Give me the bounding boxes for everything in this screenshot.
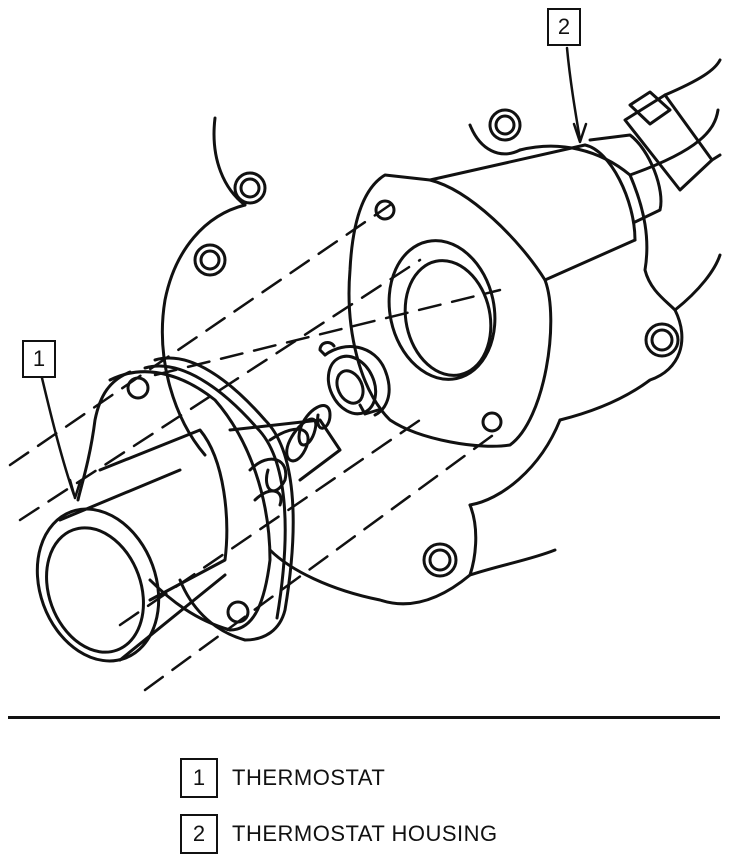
legend-label: THERMOSTAT	[232, 765, 386, 790]
alignment-lines	[8, 203, 502, 692]
legend-item-thermostat-housing: 2 THERMOSTAT HOUSING	[180, 814, 498, 854]
thermostat	[35, 341, 391, 663]
legend-divider	[8, 716, 720, 719]
leader-lines	[40, 46, 588, 500]
callout-1-number: 1	[32, 346, 46, 371]
bolt-bosses	[193, 108, 680, 578]
legend-number: 1	[180, 758, 218, 798]
legend-number: 2	[180, 814, 218, 854]
thermostat-housing	[347, 58, 722, 448]
callout-1: 1	[22, 340, 56, 378]
callout-2-number: 2	[557, 14, 571, 39]
callout-2: 2	[547, 8, 581, 46]
legend-label: THERMOSTAT HOUSING	[232, 821, 498, 846]
legend-item-thermostat: 1 THERMOSTAT	[180, 758, 385, 798]
engine-casting	[160, 108, 722, 606]
gasket	[76, 356, 342, 642]
